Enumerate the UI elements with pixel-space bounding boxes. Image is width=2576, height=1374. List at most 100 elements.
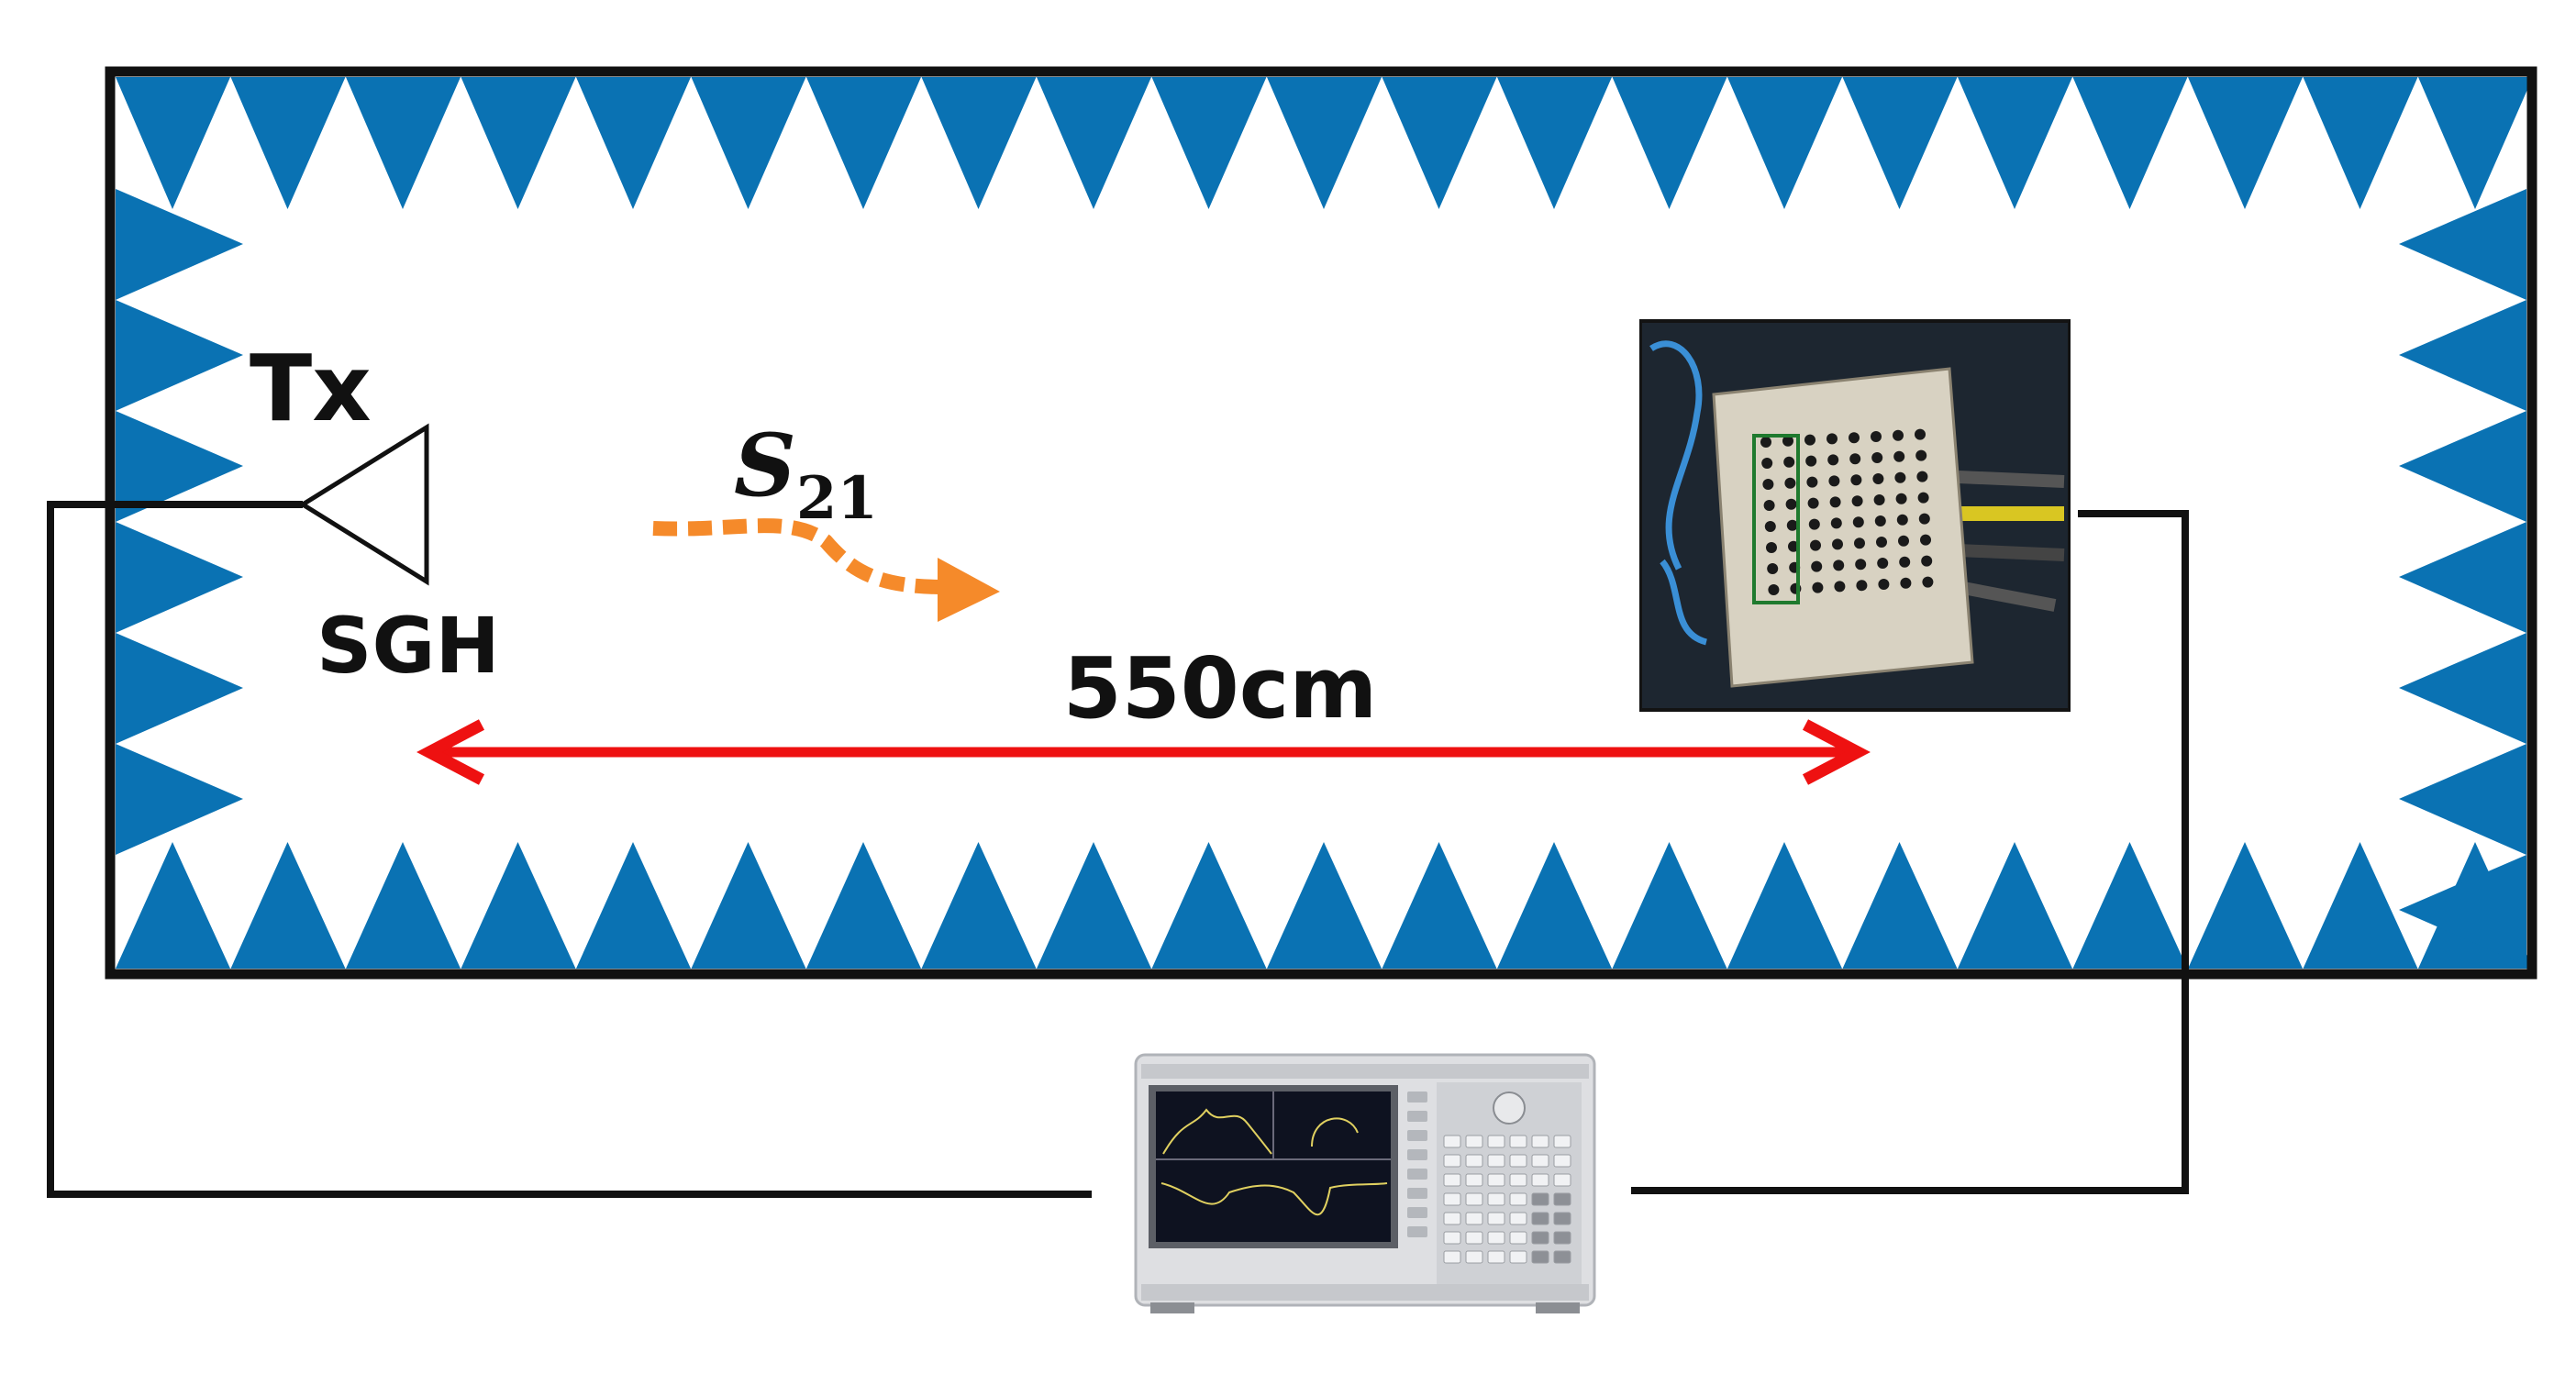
keypad-key	[1443, 1154, 1461, 1168]
pyramid-absorber-icon	[1037, 77, 1151, 209]
array-hole	[1810, 539, 1821, 551]
array-hole	[1920, 534, 1931, 546]
keypad-key	[1553, 1192, 1571, 1206]
keypad-key	[1443, 1250, 1461, 1264]
array-hole	[1877, 558, 1889, 569]
pyramid-absorber-icon	[1727, 77, 1842, 209]
rx-cable	[1631, 510, 2189, 1194]
array-hole	[1922, 576, 1934, 588]
softkey	[1407, 1091, 1427, 1103]
softkey	[1407, 1169, 1427, 1180]
keypad-key	[1531, 1154, 1549, 1168]
array-hole	[1876, 537, 1887, 548]
pyramid-absorber-icon	[2303, 842, 2418, 969]
signal-arrow	[652, 518, 1000, 622]
keypad-key	[1531, 1212, 1549, 1225]
array-hole	[1851, 495, 1863, 507]
pyramid-absorber-icon	[1727, 842, 1842, 969]
array-hole	[1834, 581, 1846, 593]
pyramid-absorber-icon	[461, 77, 576, 209]
keypad-key	[1531, 1250, 1549, 1264]
pyramid-absorber-icon	[116, 744, 243, 855]
pyramid-absorber-icon	[116, 842, 230, 969]
array-hole	[1760, 437, 1771, 448]
softkey	[1407, 1226, 1427, 1237]
horn-antenna-icon	[298, 423, 429, 586]
pyramid-absorber-icon	[1037, 842, 1151, 969]
keypad-key	[1509, 1192, 1527, 1206]
distance-arrow	[416, 719, 1871, 785]
keypad-key	[1487, 1135, 1505, 1148]
pyramid-absorber-icon	[921, 842, 1037, 969]
pyramid-absorber-icon	[2399, 300, 2526, 411]
pyramid-absorber-icon	[2399, 189, 2526, 300]
softkey	[1407, 1149, 1427, 1160]
keypad-key	[1465, 1154, 1483, 1168]
keypad-key	[1531, 1192, 1549, 1206]
keypad-key	[1465, 1250, 1483, 1264]
array-hole	[1915, 428, 1926, 440]
array-hole	[1896, 514, 1908, 526]
pyramid-absorber-icon	[230, 77, 346, 209]
keypad-key	[1487, 1250, 1505, 1264]
array-hole	[1915, 449, 1927, 461]
s21-symbol: S	[734, 416, 796, 516]
array-hole	[1768, 584, 1780, 595]
pyramid-absorber-icon	[576, 77, 691, 209]
array-hole	[1893, 429, 1904, 441]
pyramid-absorber-icon	[2418, 77, 2533, 209]
softkey	[1407, 1130, 1427, 1141]
array-hole	[1785, 498, 1797, 510]
softkey	[1407, 1111, 1427, 1122]
array-hole	[1804, 434, 1815, 446]
array-hole	[1784, 477, 1796, 489]
array-hole	[1872, 473, 1884, 484]
keypad-key	[1487, 1192, 1505, 1206]
array-hole	[1878, 579, 1890, 590]
keypad-key	[1443, 1135, 1461, 1148]
keypad-key	[1443, 1173, 1461, 1187]
pyramid-absorber-icon	[2072, 842, 2188, 969]
keypad-key	[1487, 1231, 1505, 1245]
network-analyzer-photo	[1134, 1053, 1596, 1313]
antenna-array-photo	[1639, 319, 2071, 712]
array-hole	[1829, 496, 1841, 508]
distance-label: 550cm	[1063, 639, 1377, 737]
pyramid-absorber-icon	[1151, 842, 1267, 969]
array-hole	[1855, 559, 1867, 571]
array-hole	[1856, 580, 1868, 592]
array-holes	[1760, 428, 1934, 595]
keypad-key	[1509, 1250, 1527, 1264]
pyramid-absorber-icon	[116, 411, 243, 522]
array-hole	[1833, 560, 1845, 571]
pyramid-absorber-icon	[116, 300, 243, 411]
pyramid-absorber-icon	[230, 842, 346, 969]
keypad-key	[1509, 1173, 1527, 1187]
array-hole	[1918, 513, 1930, 525]
keypad-key	[1509, 1154, 1527, 1168]
pyramid-absorber-icon	[806, 842, 921, 969]
pyramid-absorber-icon	[1842, 77, 1958, 209]
pyramid-absorber-icon	[2399, 744, 2526, 855]
array-hole	[1871, 452, 1883, 463]
keypad-key	[1553, 1154, 1571, 1168]
array-hole	[1806, 476, 1818, 488]
pyramid-absorber-icon	[2188, 77, 2303, 209]
array-hole	[1786, 519, 1798, 531]
array-hole	[1783, 456, 1795, 468]
pyramid-absorber-icon	[806, 77, 921, 209]
pyramid-absorber-icon	[2399, 411, 2526, 522]
pyramid-absorber-icon	[1497, 77, 1612, 209]
array-hole	[1898, 535, 1909, 547]
array-hole	[1895, 493, 1907, 504]
array-hole	[1762, 479, 1774, 490]
array-hole	[1767, 563, 1779, 574]
array-hole	[1873, 494, 1885, 505]
softkey	[1407, 1207, 1427, 1218]
pyramid-absorber-icon	[1958, 842, 2072, 969]
keypad-key	[1465, 1212, 1483, 1225]
array-hole	[1832, 538, 1843, 550]
pyramid-absorber-icon	[116, 189, 243, 300]
keypad-key	[1443, 1231, 1461, 1245]
array-hole	[1827, 454, 1839, 466]
